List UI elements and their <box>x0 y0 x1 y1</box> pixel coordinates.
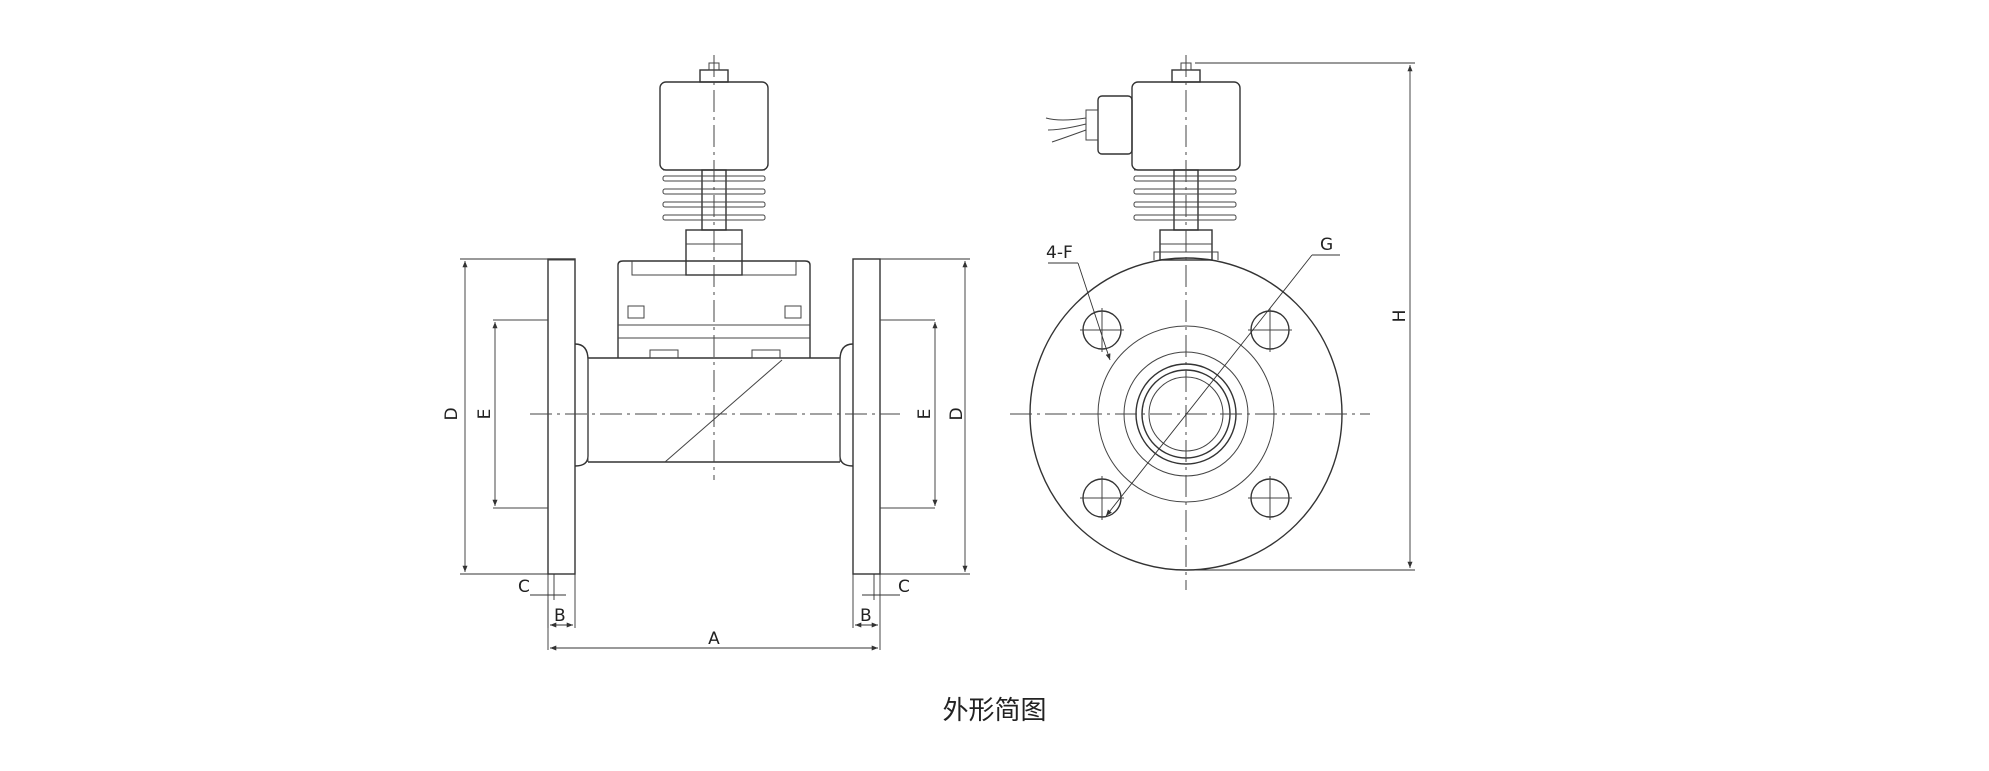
label-B-right: B <box>860 606 872 626</box>
label-A: A <box>708 629 720 649</box>
right-flange <box>852 258 881 575</box>
side-cooling-fins <box>1133 169 1237 231</box>
g-leader <box>1105 254 1313 517</box>
front-view: D E E D C C B B A <box>442 55 970 651</box>
label-4-F: 4-F <box>1046 243 1073 263</box>
label-B-left: B <box>554 606 566 626</box>
cable-connector <box>1045 95 1133 155</box>
left-flange <box>547 258 576 575</box>
label-D-right: D <box>947 407 967 420</box>
label-E-right: E <box>915 409 935 420</box>
label-E-left: E <box>475 409 495 420</box>
bolt-holes <box>1080 308 1292 520</box>
label-C-left: C <box>518 577 530 597</box>
label-G: G <box>1320 235 1333 255</box>
bonnet <box>617 260 811 358</box>
label-C-right: C <box>898 577 910 597</box>
label-D-left: D <box>442 407 462 420</box>
side-view: G 4-F H <box>1010 55 1415 590</box>
seat-line <box>664 359 783 463</box>
label-H: H <box>1390 310 1410 323</box>
pipe-body <box>574 343 589 467</box>
diagram-caption: 外形简图 <box>942 696 1047 726</box>
